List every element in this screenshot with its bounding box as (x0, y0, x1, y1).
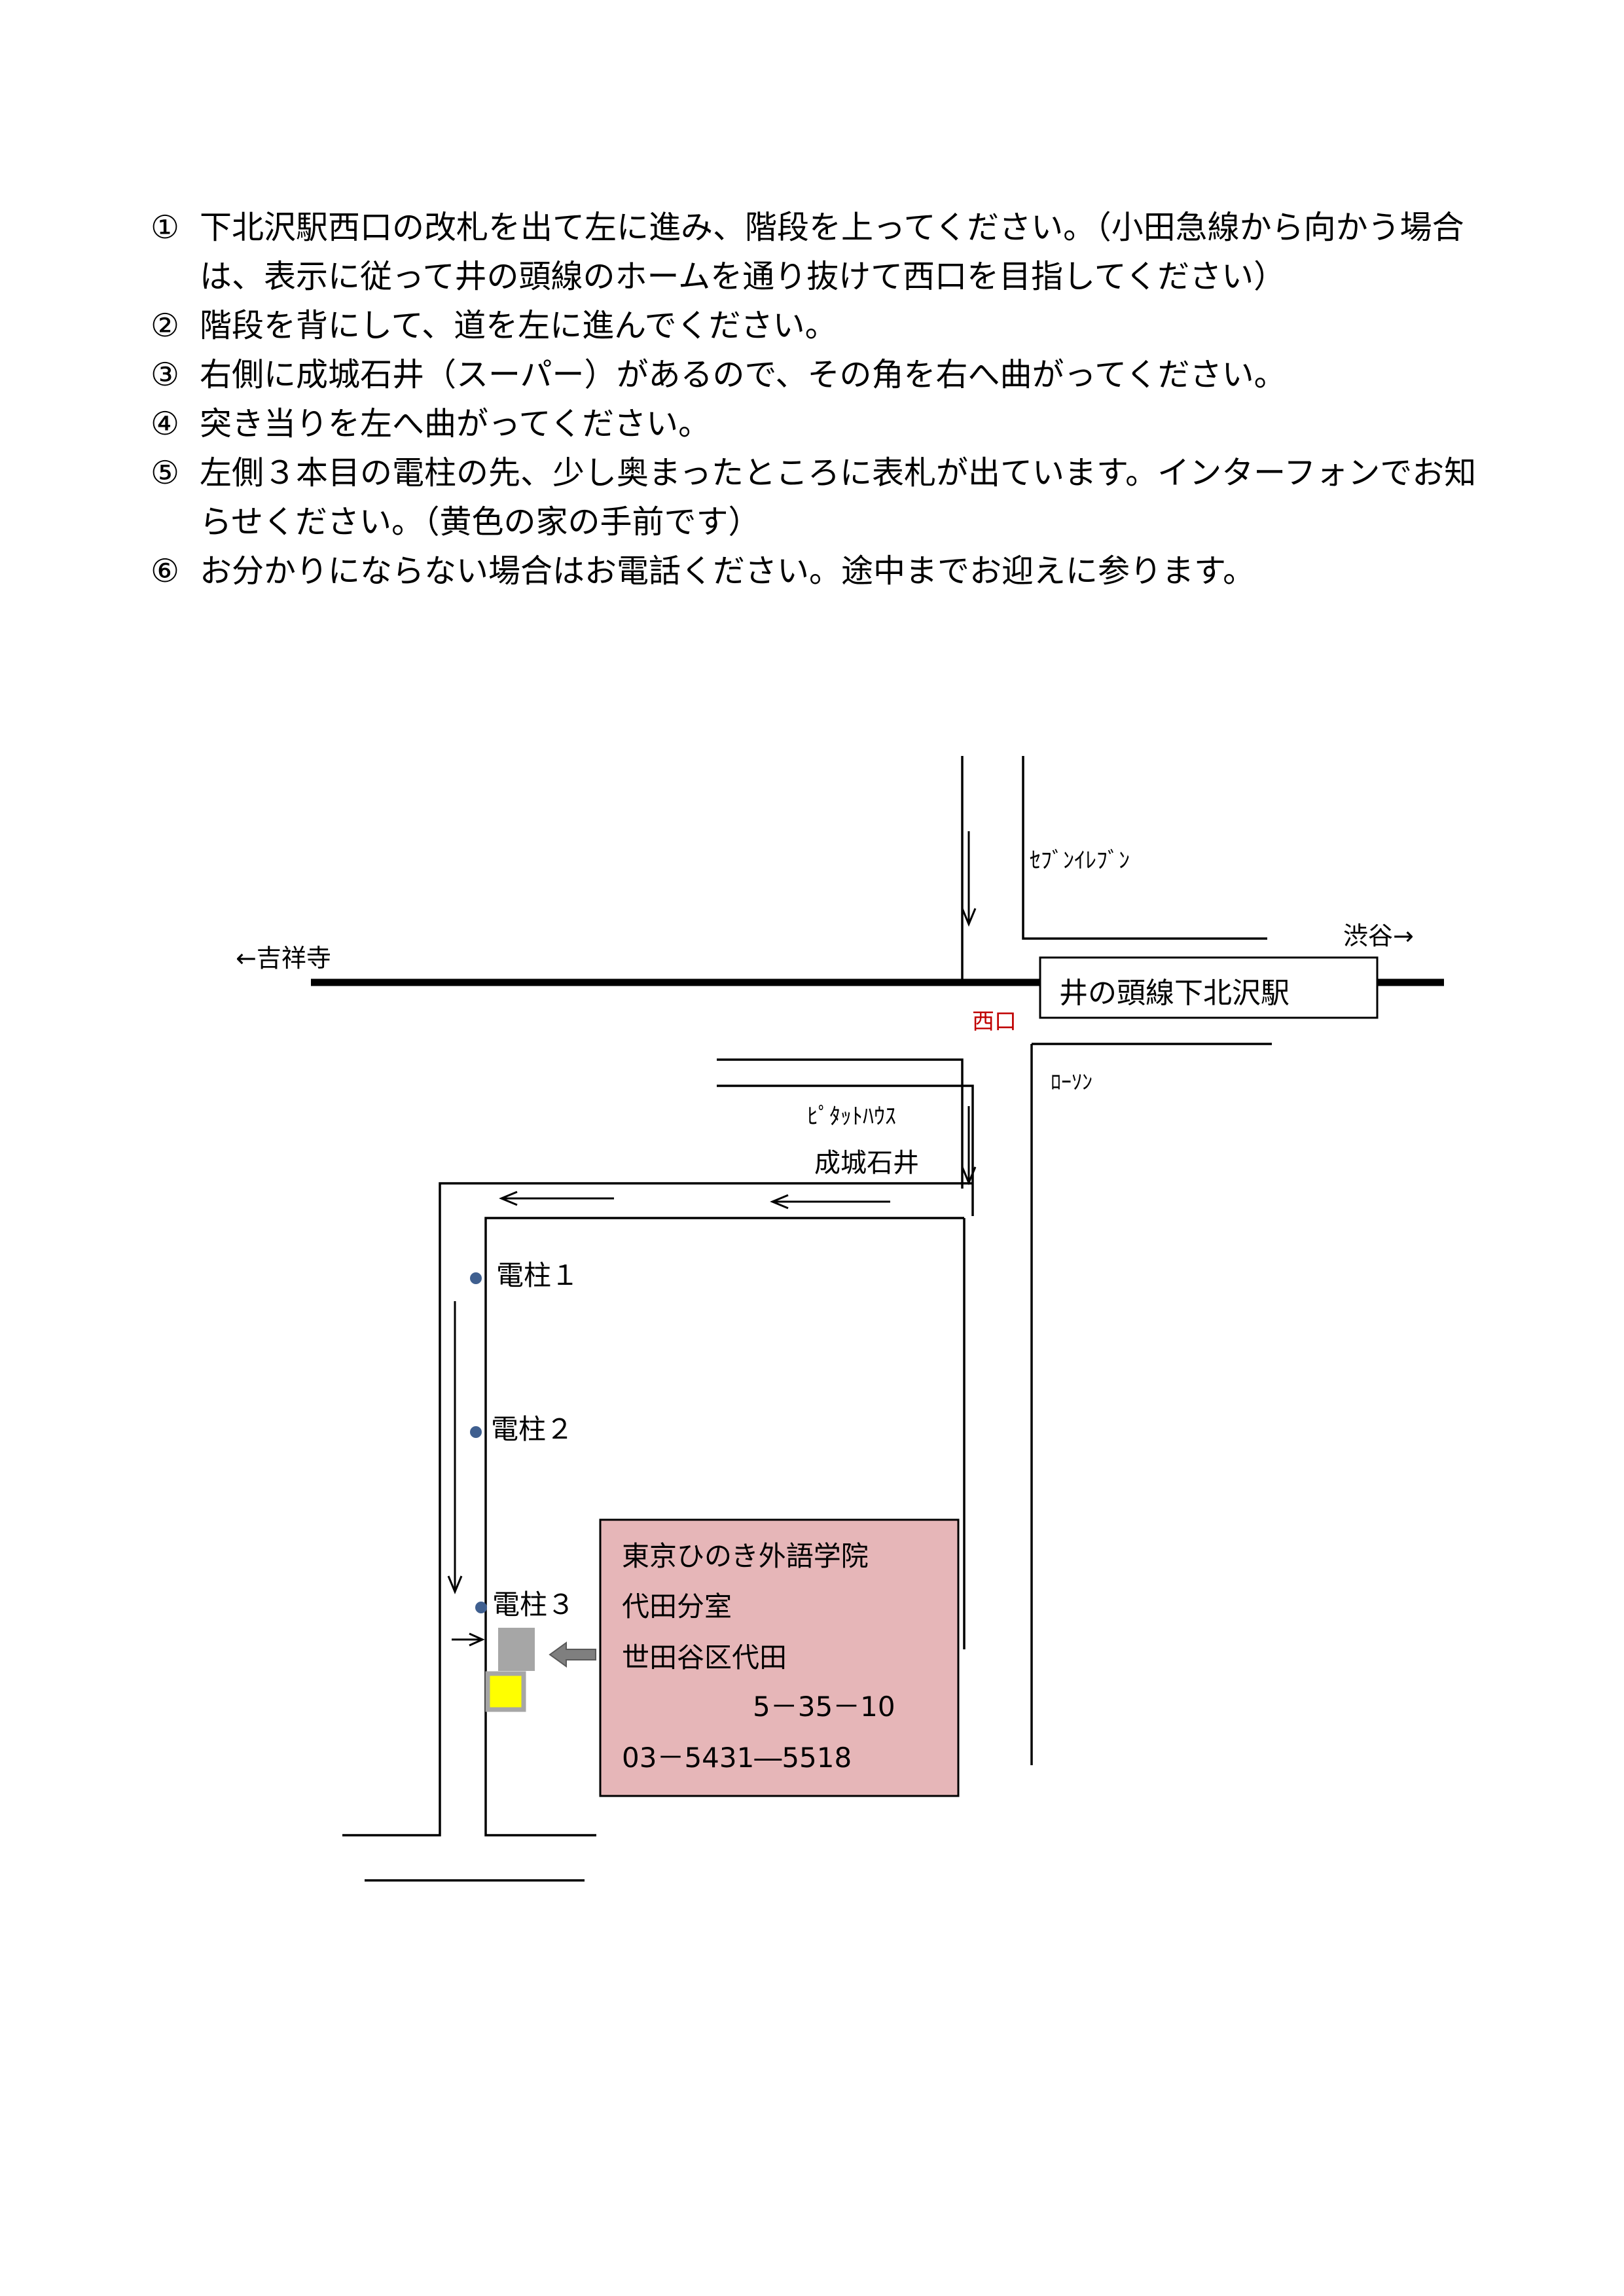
station-box (1039, 956, 1379, 1019)
school-name: 東京ひのき外語学院 (622, 1540, 869, 1572)
road-seven-eleven-corner (1022, 756, 1267, 940)
arrow-from-info-box (549, 1641, 596, 1668)
step-number: ⑥ (151, 552, 179, 590)
utility-pole-1-marker (470, 1272, 482, 1284)
arrow-south-from-exit (961, 831, 977, 927)
school-phone: 03－5431―5518 (622, 1742, 852, 1774)
seven-eleven-label: ｾﾌﾞﾝｲﾚﾌﾞﾝ (1030, 848, 1130, 874)
roads (342, 756, 1272, 1882)
step-text: お分かりにならない場合はお電話ください。途中までお迎えに参ります。 (200, 552, 1255, 590)
direction-step-4: ④ 突き当りを左へ曲がってください。 (151, 399, 1492, 448)
step-text: 下北沢駅西口の改札を出て左に進み、階段を上ってください。（小田急線から向かう場合… (200, 209, 1464, 295)
station-label: 井の頭線下北沢駅 (1059, 977, 1290, 1010)
arrow-south-along-poles (447, 1301, 463, 1594)
utility-pole-2-marker (470, 1426, 482, 1438)
directions-list: ① 下北沢駅西口の改札を出て左に進み、階段を上ってください。（小田急線から向かう場… (151, 203, 1492, 596)
direction-step-2: ② 階段を背にして、道を左に進んでください。 (151, 301, 1492, 350)
school-address-number: 5－35－10 (753, 1691, 895, 1723)
step-number: ① (151, 209, 179, 246)
step-text: 左側３本目の電柱の先、少し奥まったところに表札が出ています。インターフォンでお知… (200, 454, 1477, 541)
step-number: ④ (151, 405, 179, 442)
route-arrows (447, 831, 977, 1668)
step-text: 階段を背にして、道を左に進んでください。 (200, 307, 837, 344)
utility-pole-3-marker (475, 1602, 487, 1613)
arrow-south-to-seijo (961, 1106, 977, 1185)
direction-step-3: ③ 右側に成城石井（スーパー）があるので、その角を右へ曲がってください。 (151, 350, 1492, 399)
direction-step-1: ① 下北沢駅西口の改札を出て左に進み、階段を上ってください。（小田急線から向かう場… (151, 203, 1492, 301)
pole-1-label: 電柱１ (496, 1259, 579, 1291)
kichijoji-label: ←吉祥寺 (236, 944, 331, 973)
seijo-ishii-label: 成城石井 (814, 1148, 919, 1178)
school-address-ward: 世田谷区代田 (622, 1641, 787, 1674)
access-map: 井の頭線下北沢駅 ｾﾌﾞﾝｲﾚﾌﾞﾝ ←吉祥寺 渋谷→ 西口 ﾛｰｿﾝ ﾋﾟﾀｯ… (236, 756, 1444, 1882)
road-pitat-house-corner (717, 1058, 964, 1189)
direction-step-6: ⑥ お分かりにならない場合はお電話ください。途中までお迎えに参ります。 (151, 547, 1492, 596)
arrow-west-2 (499, 1191, 614, 1206)
direction-step-5: ⑤ 左側３本目の電柱の先、少し奥まったところに表札が出ています。インターフォンでお… (151, 448, 1492, 547)
school-branch: 代田分室 (622, 1590, 732, 1623)
step-number: ② (151, 307, 179, 344)
shibuya-label: 渋谷→ (1343, 922, 1414, 950)
pitat-house-label: ﾋﾟﾀｯﾄﾊｳｽ (807, 1103, 896, 1130)
destination-building (498, 1628, 535, 1671)
road-inner-block (484, 1217, 964, 1837)
pole-2-label: 電柱２ (491, 1413, 573, 1445)
school-info-box (599, 1518, 960, 1797)
yellow-house (485, 1671, 526, 1712)
step-number: ③ (151, 356, 179, 393)
west-exit-label: 西口 (972, 1009, 1017, 1035)
road-west-outer (342, 1182, 973, 1837)
step-text: 突き当りを左へ曲がってください。 (200, 405, 711, 442)
step-text: 右側に成城石井（スーパー）があるので、その角を右へ曲がってください。 (200, 356, 1286, 393)
arrow-west-1 (770, 1194, 890, 1210)
pole-3-label: 電柱３ (492, 1588, 575, 1621)
arrow-to-destination (452, 1632, 485, 1647)
step-number: ⑤ (151, 454, 179, 492)
lawson-label: ﾛｰｿﾝ (1051, 1069, 1092, 1094)
